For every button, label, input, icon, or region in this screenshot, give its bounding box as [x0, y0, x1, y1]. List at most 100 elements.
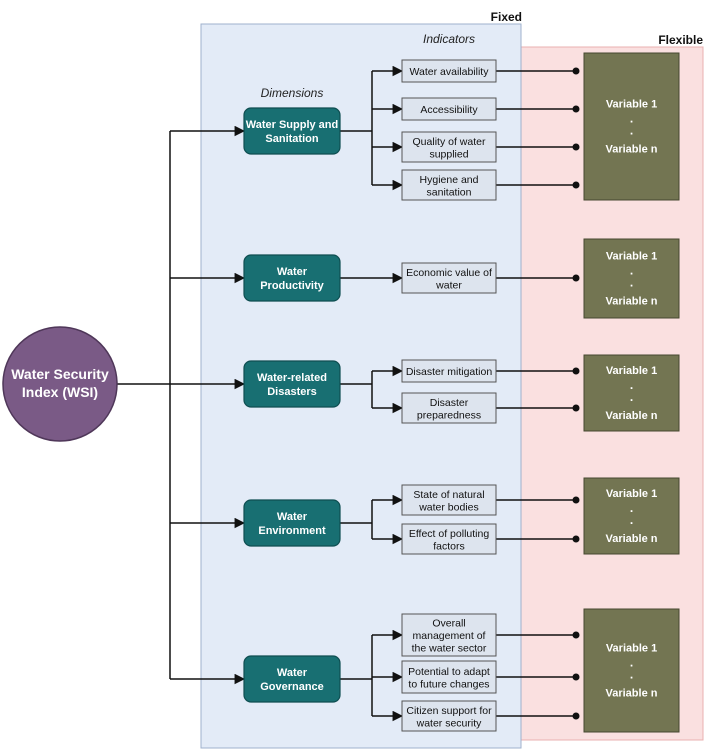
- text-line: Water-related: [257, 372, 327, 384]
- indicator-label: Disaster mitigation: [406, 366, 493, 378]
- variable-connector-dot: [572, 673, 580, 681]
- variable-box: [583, 354, 680, 432]
- variable-connector-dot: [572, 367, 580, 375]
- variable-ellipsis-dot: .: [630, 264, 633, 278]
- variable-ellipsis-dot: .: [630, 656, 633, 670]
- variable-connector-dot: [572, 404, 580, 412]
- dimension-box: [243, 254, 341, 302]
- text-line: Water: [277, 511, 308, 523]
- variable-connector-dot: [572, 535, 580, 543]
- variable-connector-dot: [572, 105, 580, 113]
- variable-ellipsis-dot: .: [630, 378, 633, 392]
- text-line: Governance: [260, 681, 324, 693]
- text-line: Sanitation: [265, 133, 318, 145]
- text-line: Effect of polluting: [409, 528, 490, 540]
- variable-connector-dot: [572, 496, 580, 504]
- variable-ellipsis-dot: .: [630, 276, 633, 290]
- text-line: Disasters: [267, 386, 317, 398]
- variable-ellipsis-dot: .: [630, 513, 633, 527]
- variable-last-label: Variable n: [606, 533, 658, 545]
- connector-lines: [117, 65, 580, 722]
- text-line: Quality of water: [413, 136, 486, 148]
- dimension-box: [243, 107, 341, 155]
- text-line: Accessibility: [420, 104, 478, 116]
- indicator-box: [401, 523, 497, 555]
- text-line: Overall: [432, 618, 465, 630]
- variable-connector-dot: [572, 67, 580, 75]
- root-circle: [2, 326, 118, 442]
- indicator-box: [401, 262, 497, 294]
- indicator-box: [401, 59, 497, 83]
- text-line: Water: [277, 266, 308, 278]
- dimension-box: [243, 655, 341, 703]
- variable-first-label: Variable 1: [606, 251, 657, 263]
- text-line: management of: [413, 630, 486, 642]
- variable-first-label: Variable 1: [606, 643, 657, 655]
- text-line: sanitation: [427, 186, 472, 198]
- variable-connector-dot: [572, 631, 580, 639]
- text-line: Water: [277, 667, 308, 679]
- indicator-box: [401, 131, 497, 163]
- variable-last-label: Variable n: [606, 688, 658, 700]
- variable-connector-dot: [572, 712, 580, 720]
- variable-last-label: Variable n: [606, 296, 658, 308]
- text-line: water: [435, 279, 462, 291]
- text-line: the water sector: [412, 643, 487, 655]
- text-line: Disaster mitigation: [406, 366, 493, 378]
- text-line: Index (WSI): [22, 384, 98, 400]
- variable-box: [583, 238, 680, 319]
- text-line: Water Supply and: [246, 119, 339, 131]
- indicator-box: [401, 97, 497, 121]
- variable-first-label: Variable 1: [606, 488, 657, 500]
- variable-first-label: Variable 1: [606, 365, 657, 377]
- text-line: Water Security: [11, 366, 109, 382]
- text-line: Productivity: [260, 280, 324, 292]
- fixed-label: Fixed: [491, 10, 522, 24]
- variable-box: [583, 52, 680, 201]
- dimensions-label: Dimensions: [261, 86, 324, 100]
- text-line: Citizen support for: [406, 705, 492, 717]
- indicator-label: Water availability: [410, 66, 490, 78]
- text-line: preparedness: [417, 409, 481, 421]
- variable-box: [583, 608, 680, 733]
- variable-last-label: Variable n: [606, 410, 658, 422]
- dimension-box: [243, 360, 341, 408]
- text-line: supplied: [429, 148, 468, 160]
- variable-box: [583, 477, 680, 555]
- indicator-box: [401, 392, 497, 424]
- text-line: Environment: [258, 525, 326, 537]
- text-line: Economic value of: [406, 267, 492, 279]
- variable-connector-dot: [572, 181, 580, 189]
- text-line: to future changes: [408, 678, 489, 690]
- indicators-label: Indicators: [423, 32, 475, 46]
- dimension-box: [243, 499, 341, 547]
- variable-last-label: Variable n: [606, 144, 658, 156]
- indicator-box: [401, 700, 497, 732]
- text-line: factors: [433, 540, 465, 552]
- indicator-box: [401, 613, 497, 657]
- text-line: Potential to adapt: [408, 666, 490, 678]
- text-line: water security: [416, 717, 483, 729]
- text-line: State of natural: [413, 489, 484, 501]
- indicator-box: [401, 169, 497, 201]
- variable-first-label: Variable 1: [606, 99, 657, 111]
